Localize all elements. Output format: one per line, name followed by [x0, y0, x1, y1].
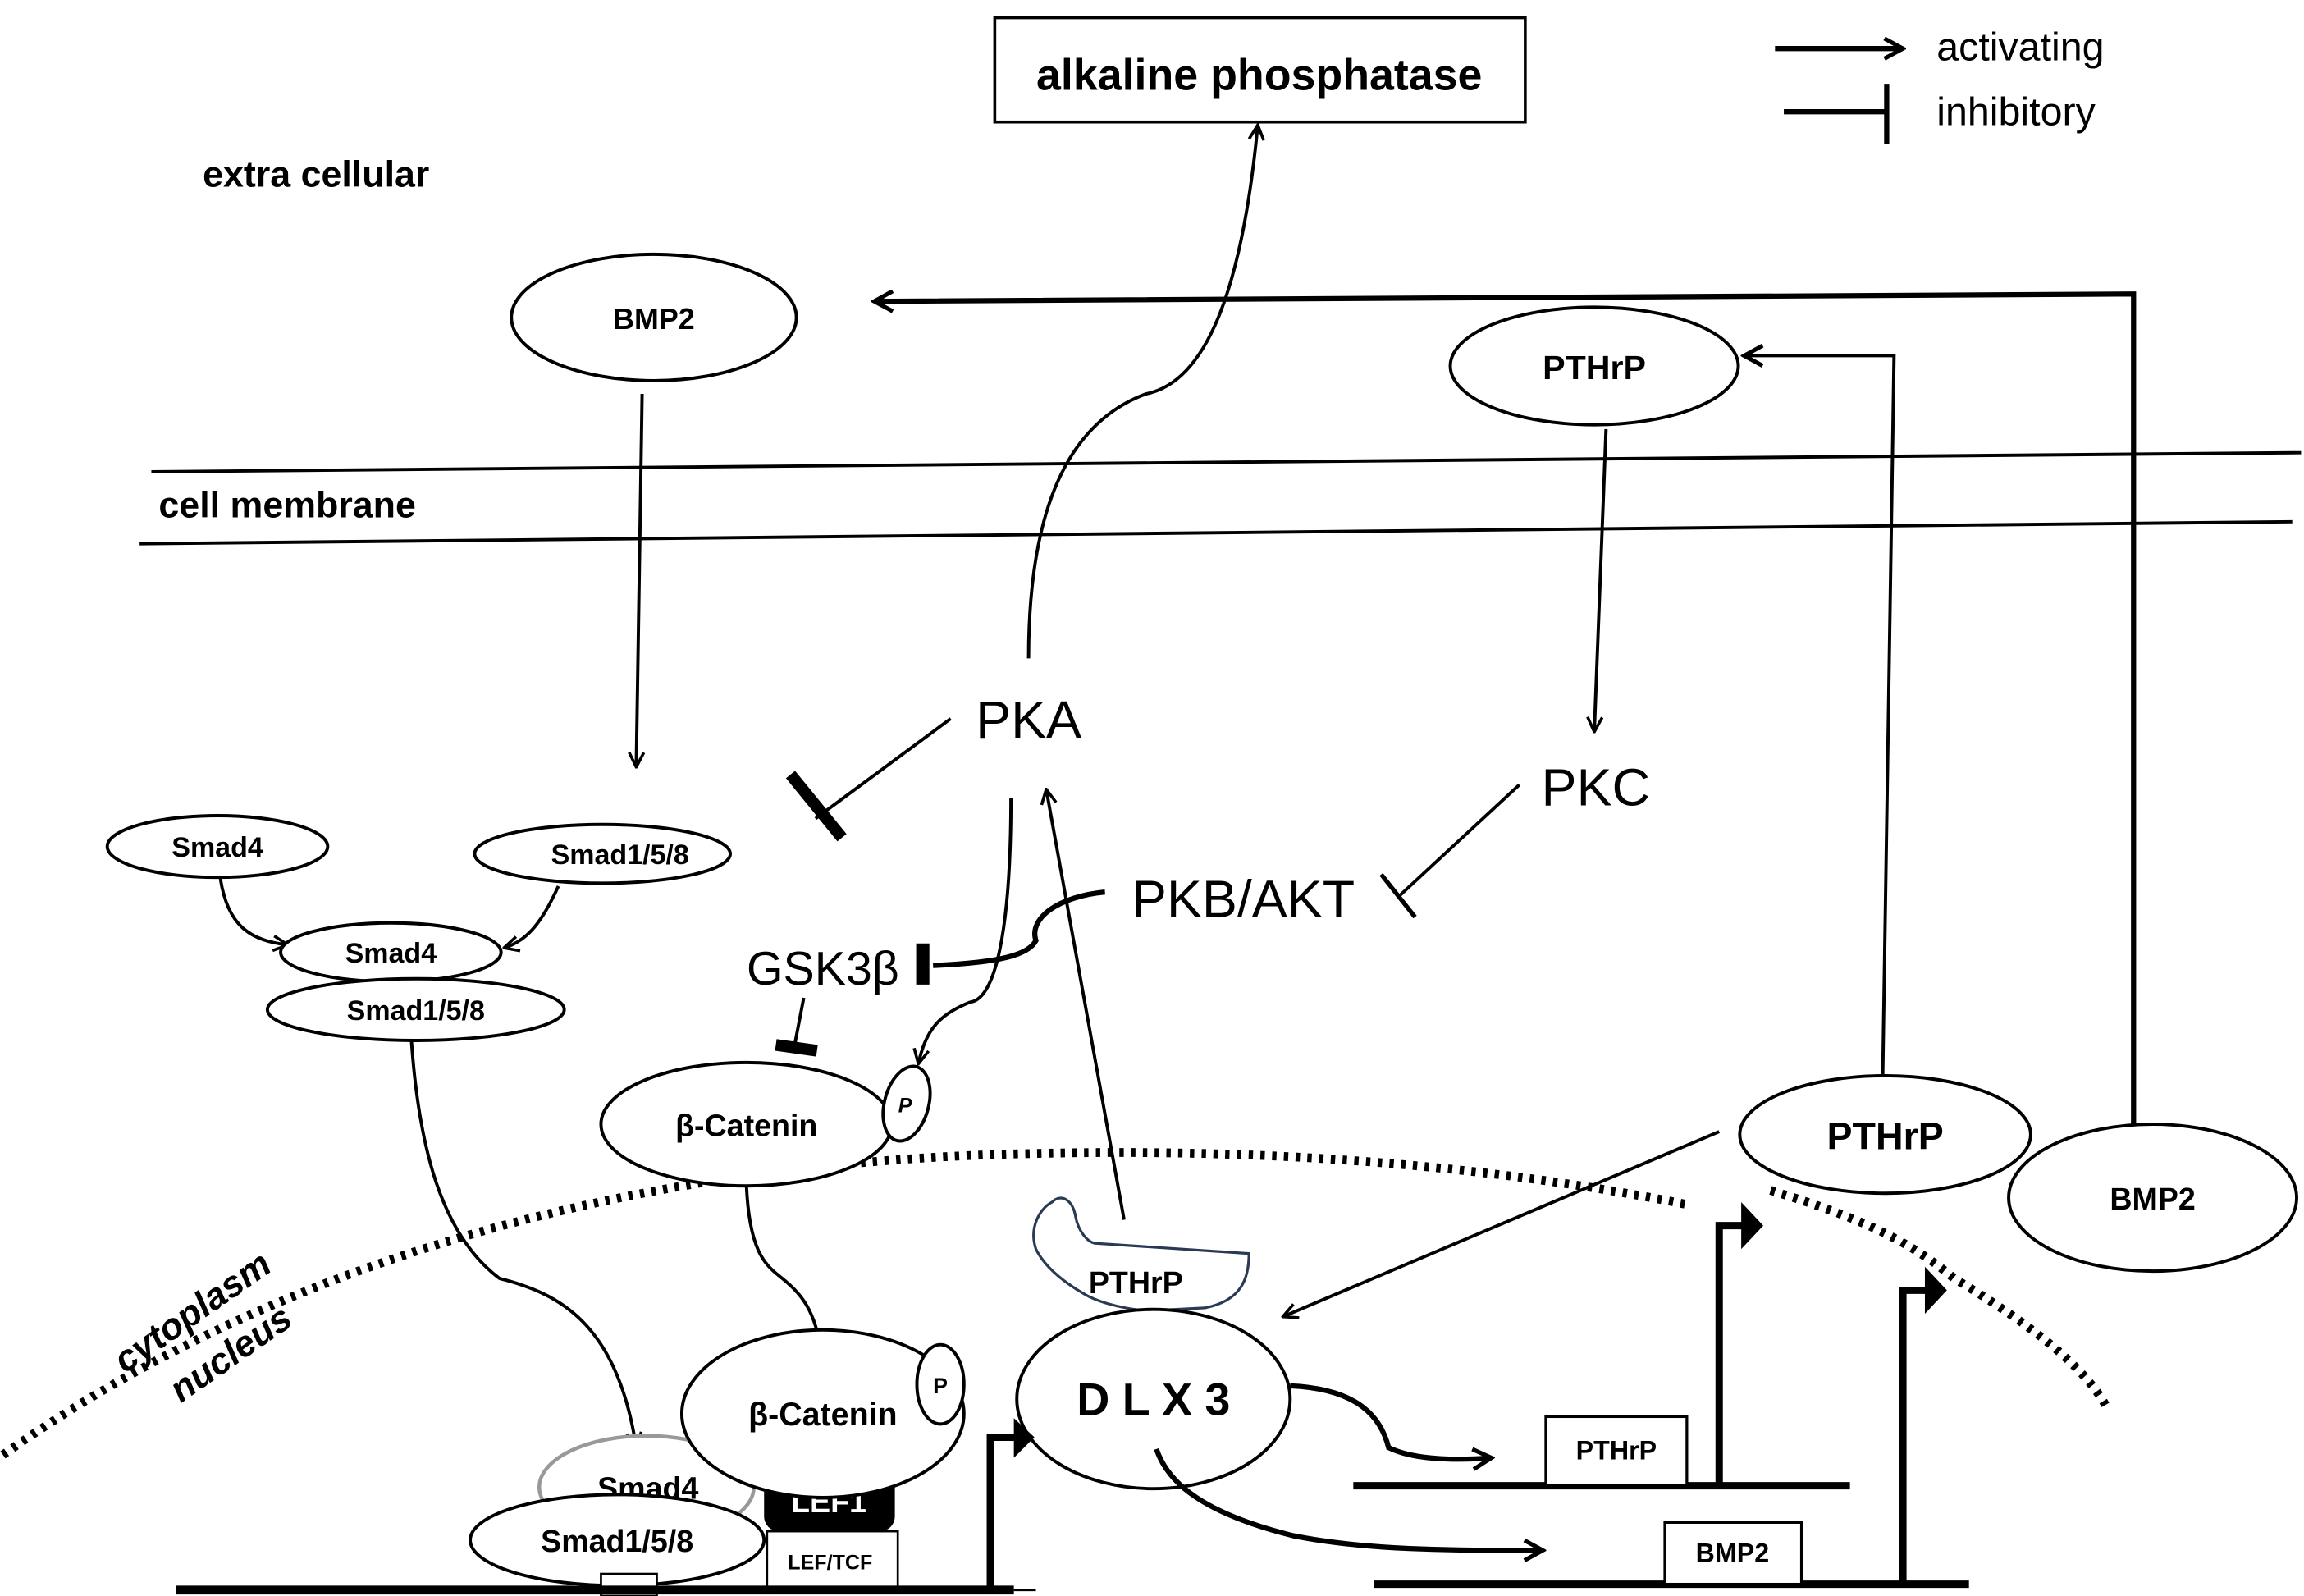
pthrp-cytoplasm-node — [1738, 1073, 2032, 1196]
bmp2-extracellular-node — [510, 252, 798, 382]
extracellular-label: extra cellular — [203, 154, 429, 195]
pthrp-nuclear-label: PTHrP — [1089, 1265, 1183, 1300]
pkc-label: PKC — [1542, 757, 1651, 816]
pthrp-to-pkc-arrow — [1594, 428, 1608, 732]
pkb-inhibits-gsk3b-line — [933, 889, 1105, 968]
legend-activating-label: activating — [1936, 25, 2104, 70]
bcatenin-nuclear-label: β-Catenin — [748, 1397, 898, 1433]
smad4-free-label: Smad4 — [171, 832, 263, 863]
pka-inhibits-smad-line — [814, 717, 952, 821]
phospho-nuclear-node — [915, 1342, 966, 1426]
pthrp-promoter-arrowhead — [1741, 1201, 1763, 1250]
pthrp-gene-label: PTHrP — [1576, 1435, 1657, 1465]
smad4-free-node — [105, 814, 330, 880]
bmp2-promoter-arrowhead — [1924, 1266, 1947, 1315]
pthrp-gene-box — [1544, 1415, 1689, 1488]
gsk3b-inhibits-bcatenin-line — [793, 997, 806, 1044]
alkaline-phosphatase-box — [993, 16, 1527, 124]
alkaline-phosphatase-label: alkaline phosphatase — [1036, 50, 1482, 99]
bmp2-cytoplasm-label: BMP2 — [2110, 1182, 2195, 1216]
cell-membrane-label: cell membrane — [158, 484, 416, 525]
bmp2-to-smad-arrow — [636, 393, 642, 767]
lef-tcf-label: LEF/TCF — [788, 1552, 872, 1575]
legend-inhibitory-label: inhibitory — [1936, 89, 2096, 134]
dlx3-node — [1015, 1307, 1292, 1491]
bmp2-cytoplasm-node — [2007, 1123, 2299, 1274]
legend: activating inhibitory — [1775, 25, 2105, 144]
smad158-free-node — [473, 822, 733, 885]
pthrp-extracellular-node — [1448, 305, 1740, 427]
pka-to-alp-arrow — [1026, 125, 1258, 659]
bmp2-gene-box — [1663, 1521, 1803, 1586]
pkb-akt-label: PKB/AKT — [1131, 870, 1355, 929]
bmp2-feedback-arrow — [875, 294, 2137, 1139]
nuclear-pthrp-to-pka-arrow — [1046, 789, 1126, 1220]
smad158-nuclear-label: Smad1/5/8 — [541, 1524, 693, 1558]
pthrp-cytoplasm-label: PTHrP — [1826, 1115, 1943, 1158]
pka-label: PKA — [976, 690, 1081, 749]
smad4-complex-label: Smad4 — [345, 938, 437, 969]
phospho-cytoplasm-node — [881, 1064, 932, 1143]
membrane-outer-line — [151, 450, 2302, 473]
smad158-complex-node — [265, 976, 566, 1042]
pthrp-to-nuclear-pthrp-arrow — [1282, 1130, 1721, 1317]
lef-tcf-binding-element — [766, 1530, 899, 1592]
pkc-inhibits-pkb-line — [1399, 783, 1521, 897]
dlx3-to-pthrp-gene-arrow — [1290, 1383, 1491, 1459]
bcatenin-to-nucleus-arrow — [744, 1186, 823, 1359]
smad-complex-to-nucleus-arrow — [409, 1040, 636, 1447]
bcatenin-nuclear-node — [679, 1328, 966, 1499]
pka-to-bcatenin-arrow — [918, 798, 1013, 1064]
phospho-cytoplasm-label: P — [898, 1095, 912, 1118]
nuclear-envelope — [0, 1148, 1691, 1459]
pkc-inhibits-pkb-bar — [1379, 872, 1417, 919]
pthrp-promoter-arrow — [1715, 1222, 1746, 1486]
smad4-to-complex-arrow — [218, 878, 288, 945]
pthrp-feedback-arrow — [1744, 355, 1896, 1105]
dlx3-label: D L X 3 — [1077, 1374, 1230, 1425]
gsk3b-inhibits-bcatenin-bar — [775, 1039, 818, 1057]
smad158-complex-label: Smad1/5/8 — [347, 995, 485, 1027]
smad158-to-complex-arrow — [504, 885, 560, 948]
bcatenin-cytoplasm-label: β-Catenin — [675, 1108, 817, 1142]
phospho-nuclear-label: P — [933, 1374, 948, 1398]
smad158-free-label: Smad1/5/8 — [551, 839, 689, 871]
dlx3-promoter-arrowhead — [1013, 1418, 1035, 1458]
bmp2-extracellular-label: BMP2 — [613, 303, 694, 336]
pka-inhibits-smad-bar — [785, 771, 847, 842]
gsk3b-label: GSK3β — [747, 943, 899, 995]
dlx3-to-bmp2-gene-arrow — [1154, 1447, 1543, 1551]
bmp2-promoter-arrow — [1899, 1286, 1930, 1585]
membrane-inner-line — [139, 519, 2293, 546]
pthrp-extracellular-label: PTHrP — [1543, 349, 1646, 386]
dlx3-promoter-arrow — [986, 1434, 1019, 1590]
bmp2-gene-label: BMP2 — [1696, 1539, 1770, 1568]
